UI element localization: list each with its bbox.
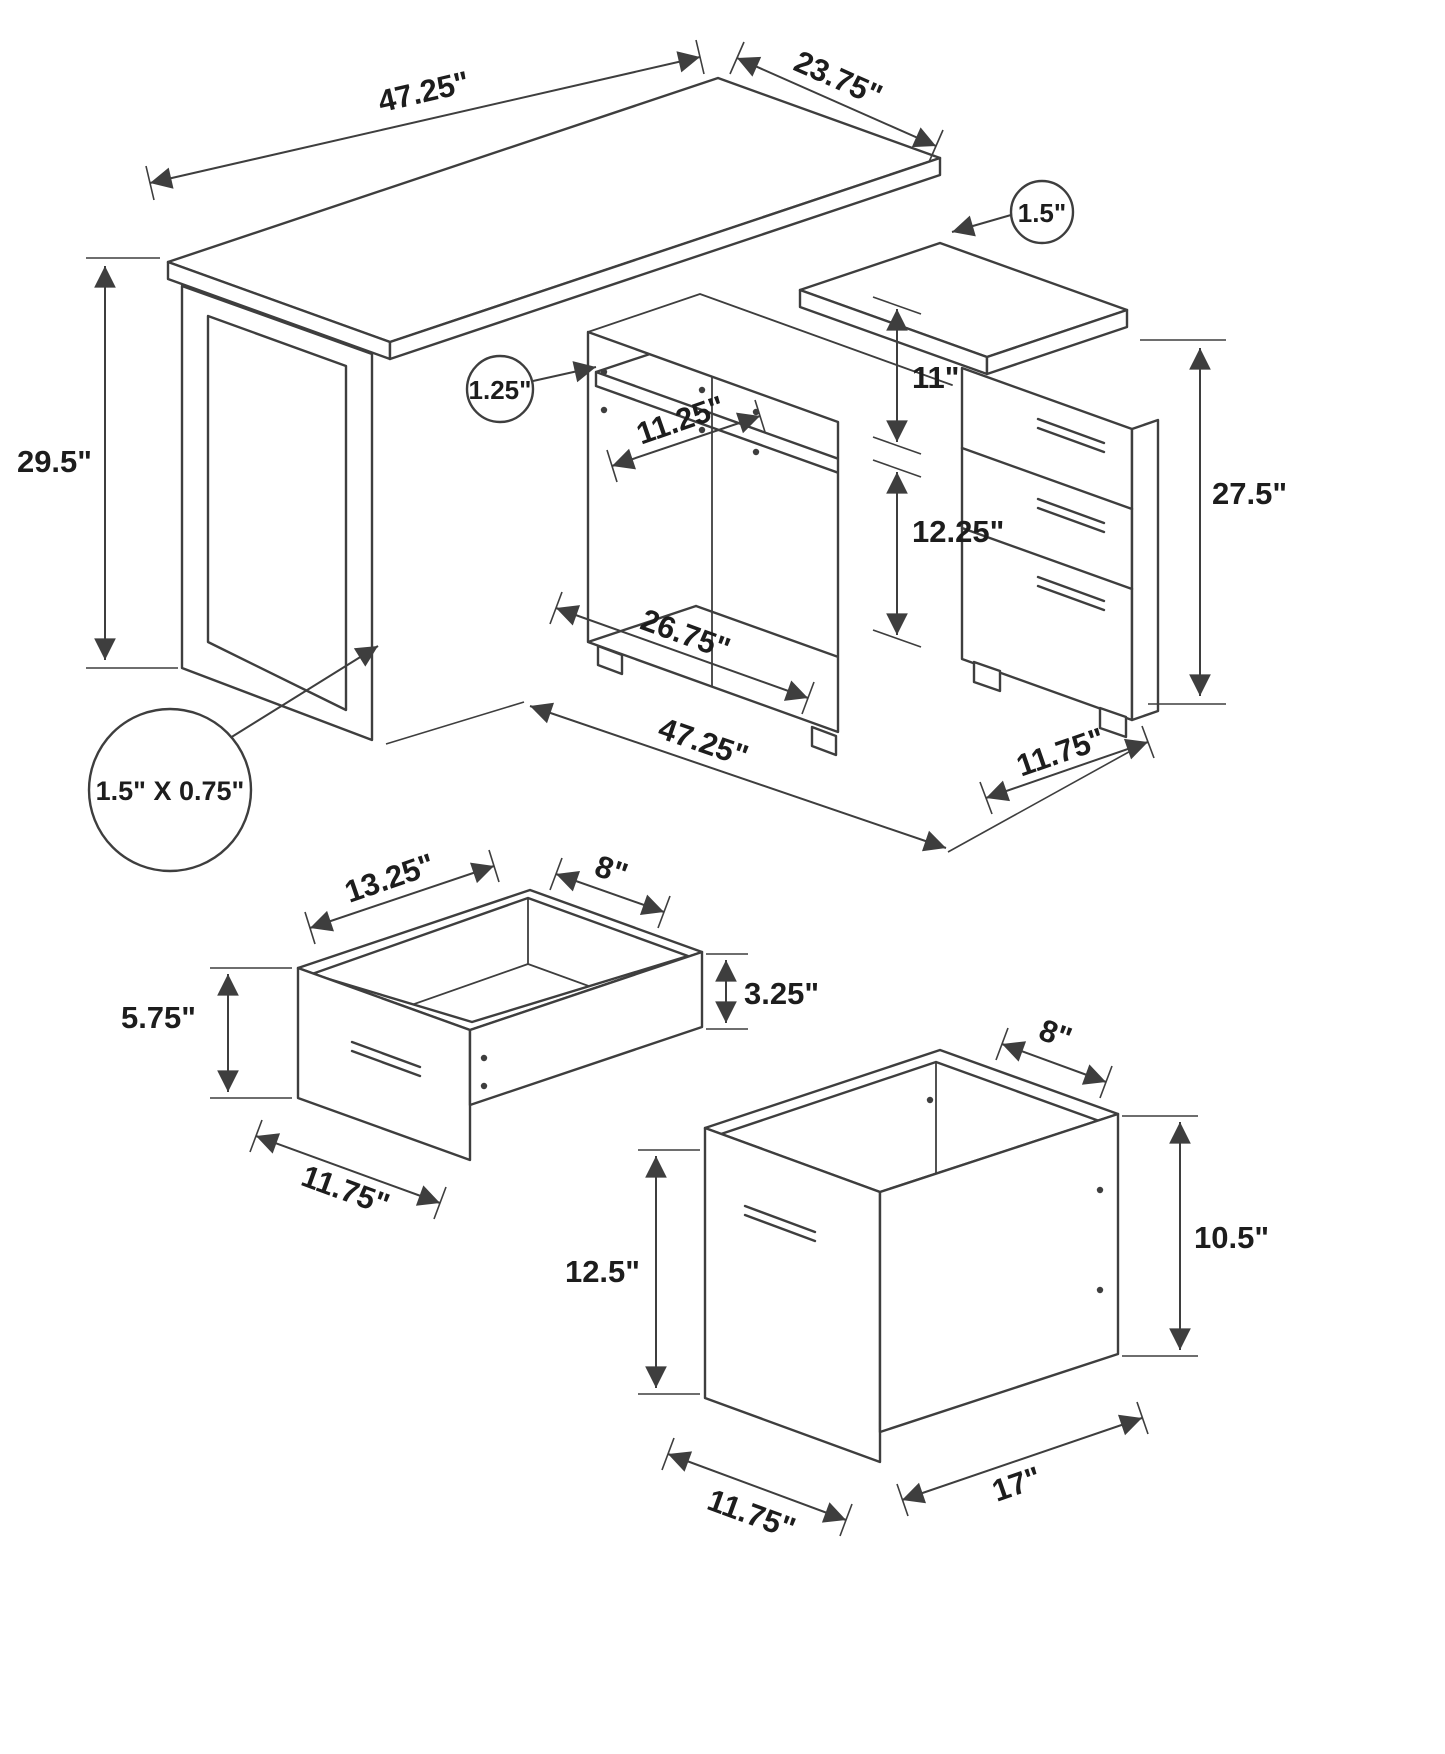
dim-upper-opening-label: 11" xyxy=(912,360,959,395)
dim-ld-front-width: 11.75" xyxy=(661,1437,853,1546)
large-drawer-handle xyxy=(743,1204,817,1243)
desk-drawer-cabinet xyxy=(960,366,1160,739)
cabinet-drawer-handles xyxy=(1036,417,1106,612)
leg-inner-frame xyxy=(206,314,348,712)
callout-leg-profile-label: 1.5" X 0.75" xyxy=(96,776,245,806)
dim-sd-side-height-label: 3.25" xyxy=(744,976,819,1011)
callout-shelf-thickness: 1.25" xyxy=(465,354,597,424)
dim-ld-side-height: 10.5" xyxy=(1122,1115,1269,1357)
dim-ld-length: 17" xyxy=(896,1401,1149,1517)
dim-sd-front-height: 5.75" xyxy=(121,967,292,1099)
small-drawer-handle xyxy=(350,1040,422,1078)
dim-cabinet-height: 27.5" xyxy=(1140,339,1287,705)
dim-lower-opening-label: 12.25" xyxy=(912,514,1004,549)
dim-lower-opening-height: 12.25" xyxy=(872,459,1004,648)
dim-top-length-label: 47.25" xyxy=(375,64,473,119)
large-drawer-front-panel xyxy=(703,1126,882,1464)
small-drawer-side-panel xyxy=(468,950,704,1107)
cabinet-side-face xyxy=(1130,418,1160,722)
dim-cabinet-depth-label: 11.75" xyxy=(1012,721,1109,784)
dim-sd-width-label: 8" xyxy=(591,848,633,891)
large-drawer-drawing xyxy=(703,1048,1120,1464)
desk-top-edge-right xyxy=(388,156,942,361)
dim-ld-front-height: 12.5" xyxy=(565,1149,700,1395)
dim-upper-opening-height: 11" xyxy=(872,296,959,455)
dim-ld-width-label: 8" xyxy=(1035,1012,1077,1056)
desk-return-top-slab xyxy=(798,241,1129,376)
dim-cabinet-height-label: 27.5" xyxy=(1212,476,1287,511)
cabinet-foot-near xyxy=(972,660,1002,693)
dim-sd-front-height-label: 5.75" xyxy=(121,1000,196,1035)
dim-sd-side-height: 3.25" xyxy=(706,953,819,1030)
dim-ld-front-width-label: 11.75" xyxy=(703,1482,800,1546)
shelf-unit-top-edges xyxy=(587,293,953,386)
dim-overall-height-label: 29.5" xyxy=(17,444,92,479)
dim-overall-height: 29.5" xyxy=(17,257,178,669)
small-drawer-drawing xyxy=(296,888,704,1162)
dim-cabinet-depth: 11.75" xyxy=(979,721,1155,815)
callout-shelf-thickness-label: 1.25" xyxy=(469,375,532,405)
return-top-edge-right xyxy=(985,308,1129,376)
callout-leg-profile: 1.5" X 0.75" xyxy=(87,645,379,873)
callout-top-thickness: 1.5" xyxy=(951,179,1075,245)
cabinet-drawer-dividers xyxy=(960,446,1134,591)
callout-top-thickness-label: 1.5" xyxy=(1018,198,1066,228)
desk-left-leg xyxy=(180,284,374,742)
dim-ld-side-height-label: 10.5" xyxy=(1194,1220,1269,1255)
dim-ld-front-height-label: 12.5" xyxy=(565,1254,640,1289)
large-drawer-side-panel xyxy=(878,1112,1120,1434)
cabinet-foot-far xyxy=(1098,706,1128,739)
